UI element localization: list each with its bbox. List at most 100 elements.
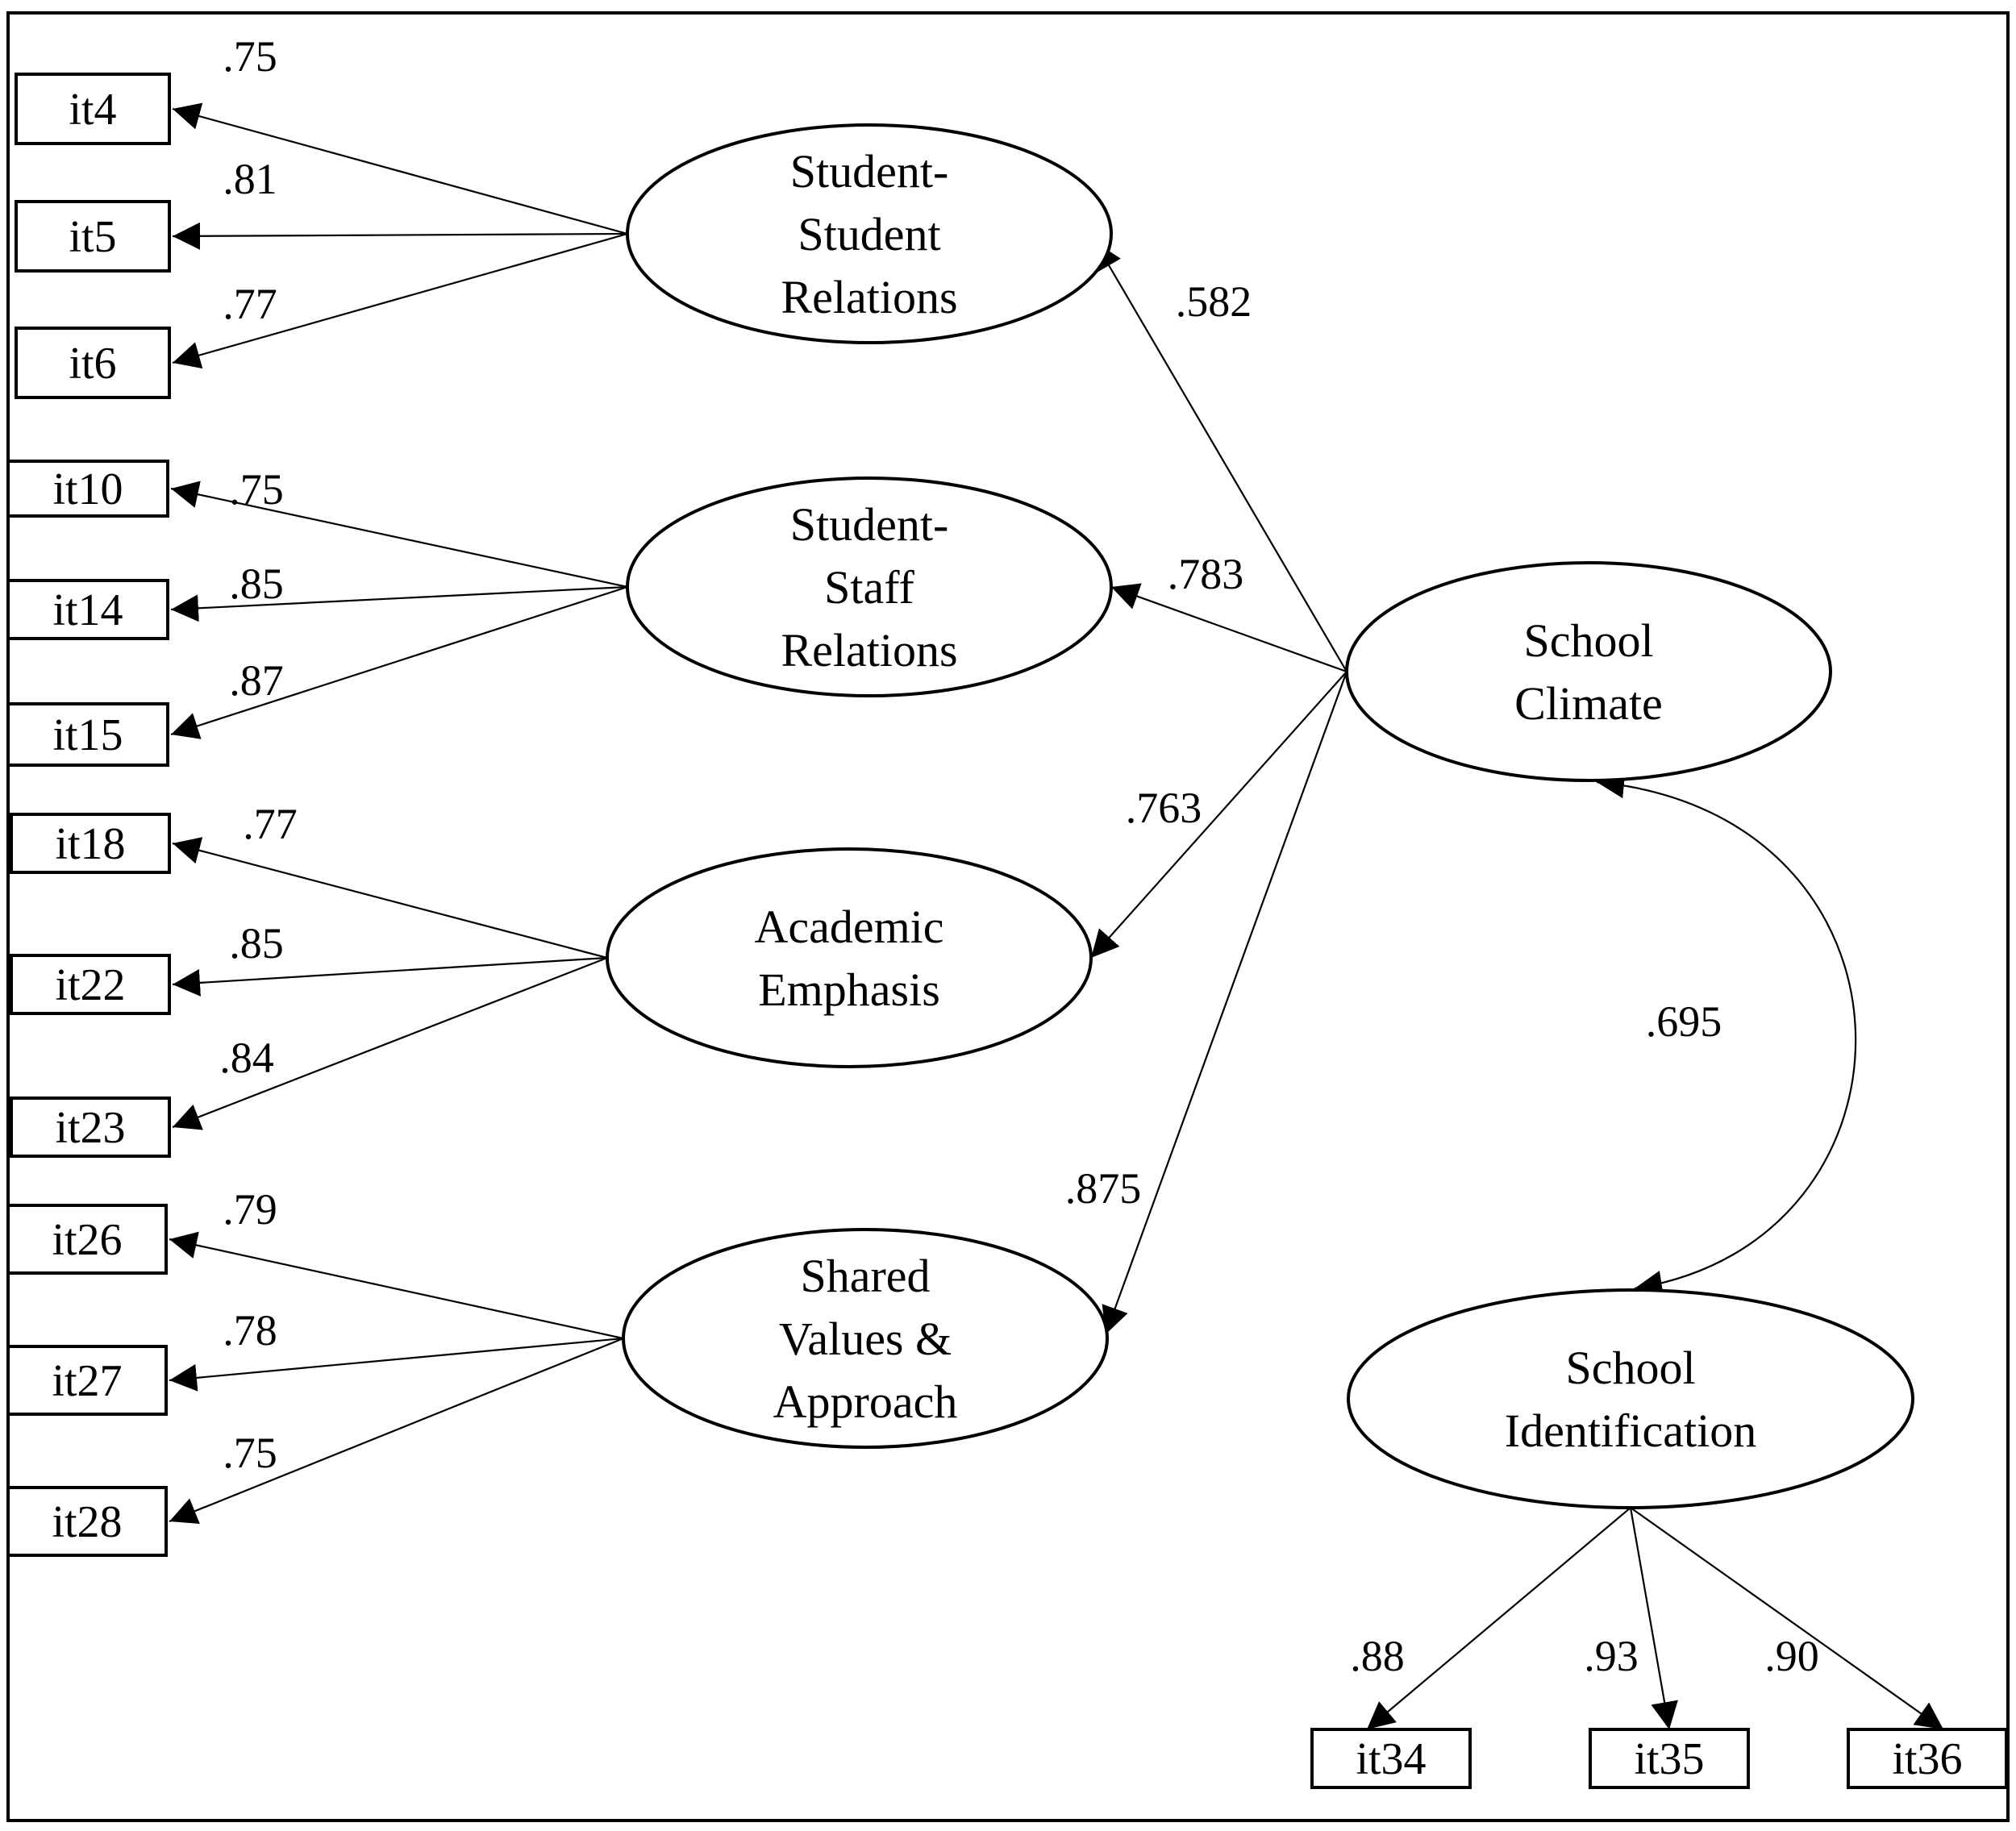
second-order-path-st <box>1110 583 1347 673</box>
latent-label-ae-0: Academic <box>754 901 943 953</box>
indicator-it10: it10 <box>6 460 169 518</box>
indicator-label-it26: it26 <box>52 1215 122 1265</box>
latent-ellipse-ss <box>626 123 1113 344</box>
indicator-label-it10: it10 <box>52 464 123 514</box>
indicator-box-it5 <box>15 200 171 273</box>
loading-path-it4 <box>172 102 628 235</box>
latent-label-ae-1: Emphasis <box>758 963 940 1016</box>
indicator-box-it14 <box>6 579 169 640</box>
latent-label-ss-1: Student <box>798 208 940 260</box>
loading-path-it28 <box>169 1337 624 1525</box>
loading-path-it22 <box>172 956 608 997</box>
indicator-box-it35 <box>1589 1728 1750 1789</box>
indicator-box-it28 <box>6 1486 168 1557</box>
latent-label-st-2: Relations <box>781 624 957 676</box>
latent-label-st-1: Staff <box>824 561 914 614</box>
latent-label-sc-0: School <box>1523 614 1653 667</box>
indicator-it5: it5 <box>15 200 171 273</box>
latent-ellipse-sc <box>1345 561 1832 782</box>
latent-label-sc-1: Climate <box>1514 677 1663 730</box>
indicator-box-it34 <box>1310 1728 1472 1789</box>
second-order-value-sv: .875 <box>1065 1164 1142 1213</box>
indicator-box-it26 <box>6 1204 168 1275</box>
indicator-box-it27 <box>6 1345 168 1416</box>
loading-value-it22: .85 <box>229 919 284 968</box>
indicator-label-it36: it36 <box>1892 1734 1962 1784</box>
indicator-label-it35: it35 <box>1634 1734 1704 1784</box>
loading-value-it18: .77 <box>243 800 298 848</box>
loading-path-it27 <box>169 1337 624 1392</box>
indicator-box-it23 <box>10 1097 171 1158</box>
edges-layer <box>169 102 1944 1730</box>
indicator-it27: it27 <box>6 1345 168 1416</box>
latent-label-ss-2: Relations <box>781 271 957 323</box>
second-order-path-sv <box>1102 671 1348 1335</box>
loading-value-it27: .78 <box>223 1306 277 1355</box>
indicator-box-it10 <box>6 460 169 518</box>
loading-value-it6: .77 <box>223 280 277 328</box>
latent-label-st-0: Student- <box>790 498 949 551</box>
indicator-it14: it14 <box>6 579 169 640</box>
indicator-box-it6 <box>15 327 171 399</box>
loading-value-it35: .93 <box>1584 1632 1639 1680</box>
latent-label-si-1: Identification <box>1505 1404 1756 1457</box>
indicator-label-it18: it18 <box>55 819 125 869</box>
loading-path-it36 <box>1630 1507 1944 1730</box>
indicator-it36: it36 <box>1847 1728 2008 1789</box>
second-order-value-ss: .582 <box>1176 277 1252 326</box>
loading-path-it23 <box>172 956 608 1130</box>
indicator-label-it5: it5 <box>69 212 116 262</box>
indicator-box-it22 <box>10 954 171 1015</box>
indicator-label-it4: it4 <box>69 85 116 135</box>
second-order-path-ss <box>1094 241 1347 672</box>
indicator-it35: it35 <box>1589 1728 1750 1789</box>
indicator-box-it18 <box>10 813 171 874</box>
loading-path-it34 <box>1366 1507 1631 1730</box>
loading-value-it14: .85 <box>229 560 284 608</box>
loading-value-it4: .75 <box>223 32 277 81</box>
indicator-it23: it23 <box>10 1097 171 1158</box>
correlation-path <box>1596 771 1857 1298</box>
second-order-path-ae <box>1090 671 1347 959</box>
indicator-label-it23: it23 <box>55 1103 125 1153</box>
loading-path-it14 <box>170 585 628 622</box>
second-order-value-ae: .763 <box>1126 784 1202 832</box>
loading-path-it35 <box>1629 1507 1678 1730</box>
indicator-label-it14: it14 <box>52 585 123 635</box>
latent-label-sv-0: Shared <box>800 1250 930 1302</box>
indicator-label-it22: it22 <box>55 960 125 1010</box>
loading-value-it23: .84 <box>219 1034 274 1082</box>
latent-label-ss-0: Student- <box>790 145 949 198</box>
indicator-it22: it22 <box>10 954 171 1015</box>
loading-value-it5: .81 <box>223 155 277 203</box>
loading-value-it15: .87 <box>229 656 284 705</box>
loading-value-it36: .90 <box>1764 1632 1819 1680</box>
latent-ellipse-ae <box>606 847 1093 1068</box>
loading-path-it26 <box>169 1231 624 1340</box>
loading-path-it6 <box>172 232 628 369</box>
latent-ellipse-sv <box>622 1228 1109 1449</box>
loading-value-it28: .75 <box>223 1429 277 1477</box>
loading-path-it5 <box>172 222 628 250</box>
indicator-it4: it4 <box>15 73 171 145</box>
loading-path-it18 <box>172 837 608 959</box>
latent-ellipse-st <box>626 476 1113 697</box>
loading-path-it10 <box>170 481 628 589</box>
indicator-box-it36 <box>1847 1728 2008 1789</box>
indicator-label-it15: it15 <box>52 710 123 760</box>
loading-path-it15 <box>170 585 628 739</box>
indicator-it34: it34 <box>1310 1728 1472 1789</box>
nodes-layer: Student-StudentRelationsStudent-StaffRel… <box>6 73 2008 1789</box>
correlation-value: .695 <box>1646 997 1722 1046</box>
indicator-label-it27: it27 <box>52 1356 122 1406</box>
indicator-it26: it26 <box>6 1204 168 1275</box>
latent-label-sv-1: Values & <box>779 1313 952 1365</box>
indicator-it18: it18 <box>10 813 171 874</box>
